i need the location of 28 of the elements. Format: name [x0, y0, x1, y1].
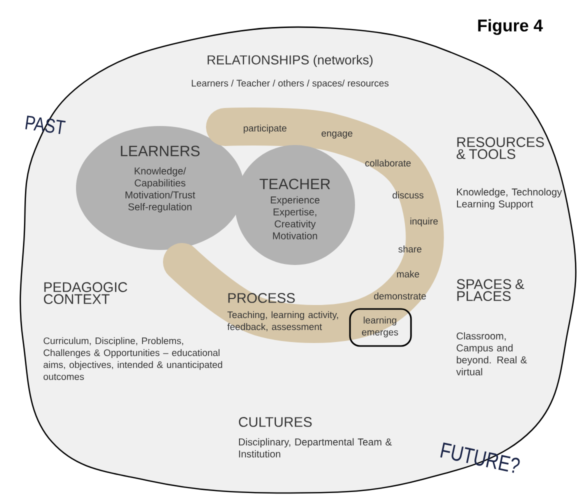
time-label: FUTURE? [440, 442, 520, 473]
heading: RELATIONSHIPS (networks) [208, 54, 373, 68]
body-text: Learners / Teacher / others / spaces/ resources [192, 80, 389, 88]
body-text: Experience Expertise, Creativity Motivation [270, 196, 320, 240]
body-text: Knowledge/ Capabilities Motivation/Trust Self-regulation [126, 167, 196, 212]
body-text: Teaching, learning activity, feedback, assessment [227, 311, 338, 332]
band-label: demonstrate [374, 292, 426, 300]
heading: TEACHER [260, 178, 330, 190]
heading: SPACES & PLACES [456, 279, 524, 302]
heading: PROCESS [228, 293, 295, 303]
body-text: Knowledge, Technology Learning Support [457, 188, 562, 210]
band-label: collaborate [365, 160, 411, 166]
heading: CULTURES [238, 417, 312, 427]
body-text: Disciplinary, Departmental Team & Institution [239, 438, 392, 458]
heading: PEDAGOGIC CONTEXT [44, 282, 128, 304]
band-label: participate [244, 124, 286, 134]
time-label: PAST [25, 116, 66, 134]
body-text: Curriculum, Discipline, Problems, Challenges & Opportunities – educational aims, objectives, intended & unanticipated outcomes [44, 337, 222, 380]
figure-number: Figure 4 [478, 19, 543, 35]
heading: RESOURCES & TOOLS [456, 137, 544, 160]
heading: LEARNERS [120, 146, 200, 156]
oval-label: learning emerges [362, 316, 398, 338]
band-label: inquire [410, 218, 438, 226]
body-text: Classroom, Campus and beyond. Real & virtual [456, 332, 527, 376]
band-label: engage [322, 131, 352, 139]
band-label: make [397, 270, 420, 278]
band-label: share [398, 246, 422, 252]
band-label: discuss [392, 192, 424, 198]
